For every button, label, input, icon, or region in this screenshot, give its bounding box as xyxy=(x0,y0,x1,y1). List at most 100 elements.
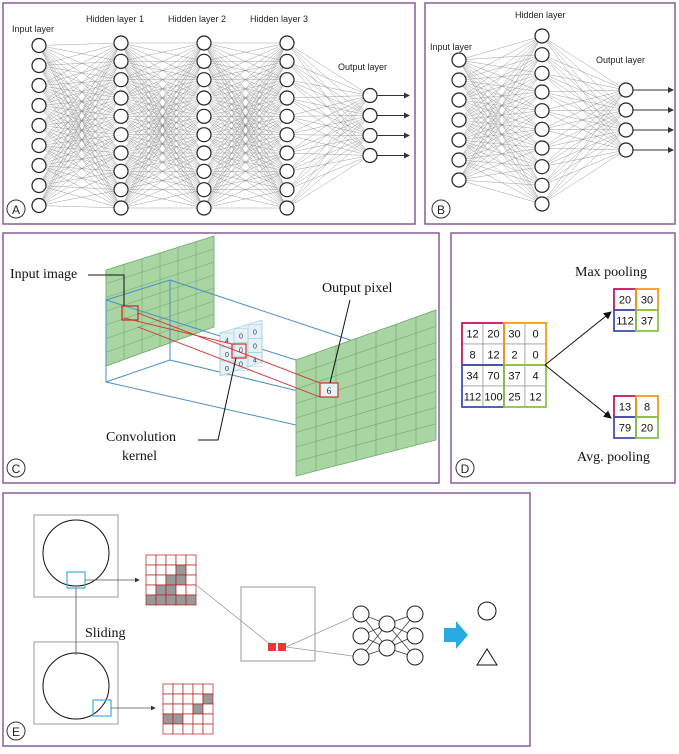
input-image-grid xyxy=(105,241,215,360)
network-edge xyxy=(541,109,627,186)
pool-value: 112 xyxy=(616,316,634,328)
network-edge xyxy=(541,91,627,131)
network-edge xyxy=(458,179,543,186)
network-edge xyxy=(458,91,543,181)
network-edge xyxy=(458,129,543,161)
panel-e-letter: E xyxy=(12,725,20,739)
network-edge xyxy=(541,73,627,111)
pixel-cell xyxy=(192,693,204,705)
network-a-neurons xyxy=(31,35,378,216)
network-edge xyxy=(286,135,371,209)
pool-value: 0 xyxy=(532,329,538,341)
network-edge xyxy=(38,45,122,209)
network-edge xyxy=(541,109,627,149)
network-edge xyxy=(203,42,288,135)
pixel-cell xyxy=(165,554,177,566)
network-edge xyxy=(286,97,371,116)
pixel-cell xyxy=(165,594,177,606)
network-edge xyxy=(458,110,543,121)
grid-line xyxy=(295,325,437,375)
panel-d-letter: D xyxy=(461,462,470,476)
network-edge xyxy=(38,45,122,172)
network-edge xyxy=(458,139,543,186)
kernel-value: 0 xyxy=(253,343,257,350)
network-edge xyxy=(458,59,543,74)
network-edge xyxy=(458,59,543,111)
neuron-node xyxy=(113,72,129,88)
pixel-cell xyxy=(175,584,187,596)
neuron-node xyxy=(618,122,634,138)
neuron-node xyxy=(534,65,550,81)
network-edge xyxy=(38,85,122,117)
network-edge xyxy=(286,135,371,154)
neuron-node xyxy=(534,28,550,44)
grid-line xyxy=(105,300,215,339)
pixel-cell xyxy=(202,703,214,715)
network-edge xyxy=(458,35,543,181)
label-hidden-layer-1: Hidden layer 1 xyxy=(86,14,144,24)
network-edge xyxy=(458,73,543,121)
pixel-cell xyxy=(145,594,157,606)
pixel-cell xyxy=(182,683,194,695)
network-edge xyxy=(38,134,122,186)
network-edge xyxy=(541,54,627,111)
neuron-node xyxy=(113,145,129,161)
network-edge xyxy=(203,42,288,154)
network-edge xyxy=(203,42,288,209)
network-edge xyxy=(38,116,122,146)
network-edge xyxy=(203,134,288,209)
grid-line xyxy=(295,407,437,448)
network-edge xyxy=(458,54,543,161)
convolution-ray xyxy=(123,317,233,345)
output-feature-map-grid xyxy=(295,317,437,471)
network-edge xyxy=(38,152,122,166)
pixel-grid-bottom xyxy=(162,683,214,735)
network-edge xyxy=(458,129,543,181)
panel-a-letter: A xyxy=(12,203,20,217)
network-edge xyxy=(458,35,543,161)
network-edge xyxy=(38,42,122,46)
network-edge xyxy=(38,125,122,190)
neuron-node xyxy=(113,90,129,106)
feature-to-network-line xyxy=(285,646,361,658)
network-edge xyxy=(203,42,288,80)
network-edge xyxy=(38,125,122,135)
neuron-node xyxy=(196,72,212,88)
network-edge xyxy=(38,165,122,190)
network-edge xyxy=(286,42,371,96)
pixel-cell xyxy=(165,564,177,576)
neuron-node xyxy=(196,145,212,161)
pool-value: 20 xyxy=(487,329,499,341)
panel-a-frame xyxy=(2,2,416,225)
pixel-cell xyxy=(185,554,197,566)
network-edge xyxy=(458,79,543,167)
label-output-layer-a: Output layer xyxy=(338,62,387,72)
neuron-node xyxy=(618,102,634,118)
circle-shape-top xyxy=(42,519,110,587)
network-edge xyxy=(38,65,122,209)
pool-value: 20 xyxy=(641,423,653,435)
neuron-node xyxy=(113,53,129,69)
pool-quadrant-outline xyxy=(503,364,547,408)
pixel-cell xyxy=(185,564,197,576)
pixel-cell xyxy=(185,594,197,606)
network-edge xyxy=(120,42,205,172)
network-edge xyxy=(541,89,627,130)
network-edge xyxy=(38,61,122,86)
neuron-node xyxy=(534,177,550,193)
convolution-kernel-label-line1: Convolution xyxy=(106,430,176,445)
network-edge xyxy=(541,129,627,149)
pool-value: 37 xyxy=(641,316,653,328)
neuron-node xyxy=(113,182,129,198)
max-pooling-label: Max pooling xyxy=(575,265,647,280)
network-edge xyxy=(38,97,122,186)
network-edge xyxy=(286,115,371,135)
pixel-cell xyxy=(162,723,174,735)
network-edge xyxy=(38,116,122,166)
network-edge xyxy=(120,79,205,209)
neuron-node xyxy=(31,57,47,74)
